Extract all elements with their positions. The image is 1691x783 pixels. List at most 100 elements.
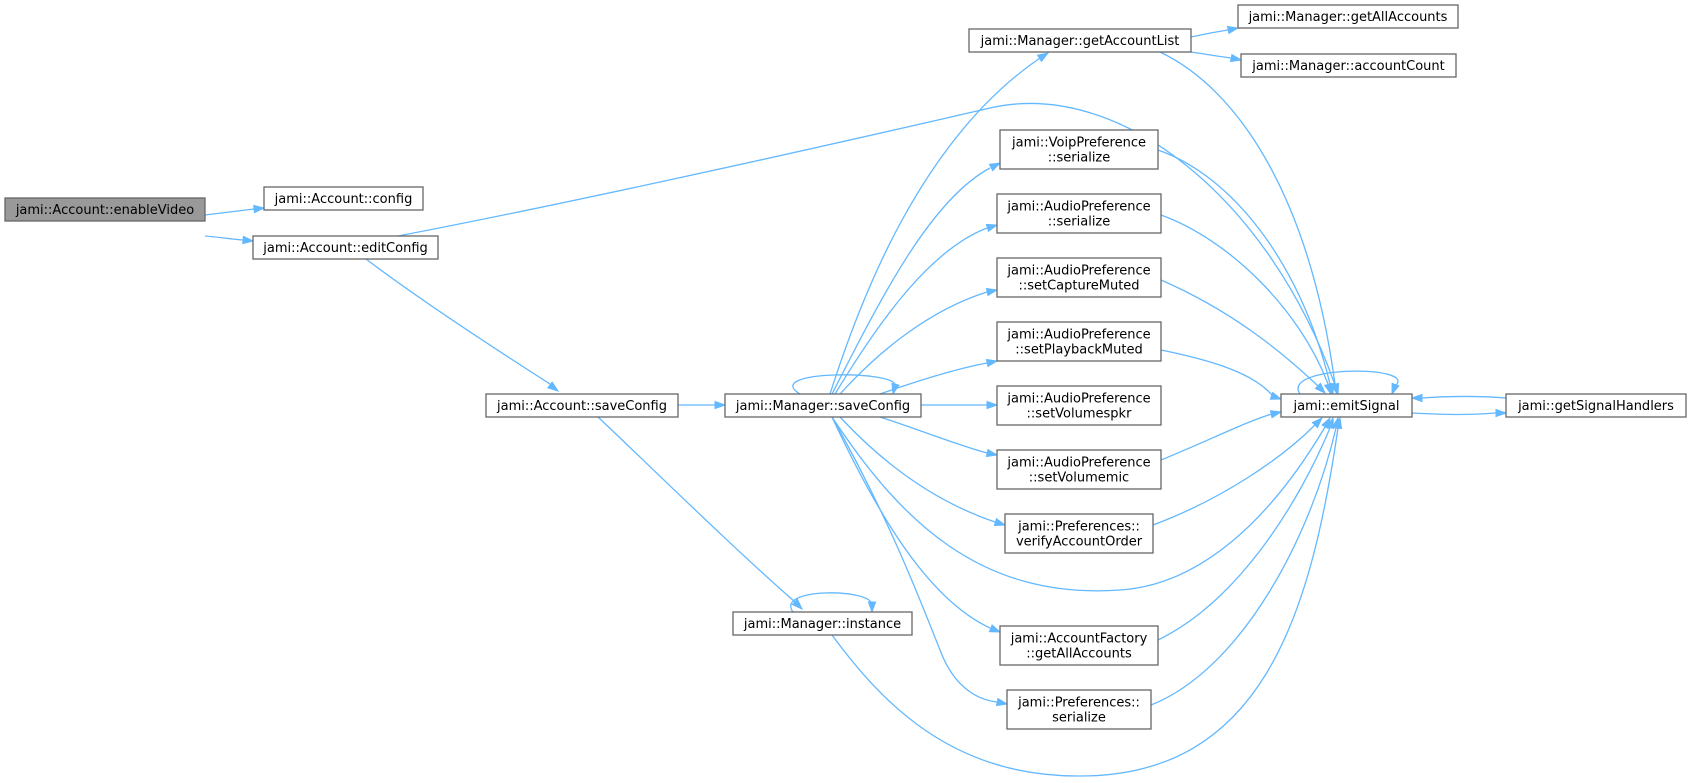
node-box[interactable]: [724, 393, 922, 418]
node-box[interactable]: [1505, 393, 1687, 418]
node-label: jami::Account::editConfig: [262, 241, 428, 256]
arrowhead-icon: [1410, 393, 1423, 403]
node-box[interactable]: [996, 193, 1162, 234]
node-box[interactable]: [732, 611, 913, 636]
node-box[interactable]: [4, 197, 206, 222]
node-label: jami::AudioPreference: [1006, 456, 1150, 471]
edge-mgrSaveConfig-to-mgrSaveConfig: [792, 374, 900, 396]
edge-line: [597, 416, 796, 603]
edge-verifyAccountOrder-to-emitSignal: [1152, 416, 1324, 526]
edge-line: [365, 258, 551, 385]
edge-line: [831, 167, 991, 395]
node-label: jami::AudioPreference: [1006, 328, 1150, 343]
node-box[interactable]: [1237, 4, 1459, 29]
edge-line: [1150, 427, 1337, 706]
node-box[interactable]: [1006, 689, 1152, 730]
node-emitSignal[interactable]: jami::emitSignal: [1280, 393, 1413, 418]
edge-line: [1157, 149, 1331, 385]
edge-line: [397, 102, 1336, 386]
node-label: jami::Manager::getAllAccounts: [1248, 10, 1448, 25]
arrowhead-icon: [1391, 382, 1400, 396]
edge-emitSignal-to-getSignalHandlers: [1411, 408, 1508, 418]
node-box[interactable]: [1280, 393, 1413, 418]
edge-factoryGetAllAccounts-to-emitSignal: [1157, 416, 1335, 641]
node-setPlaybackMuted[interactable]: jami::AudioPreference::setPlaybackMuted: [996, 321, 1162, 362]
edge-line: [831, 416, 998, 703]
arrowhead-icon: [1323, 382, 1333, 396]
edge-mgrSaveConfig-to-verifyAccountOrder: [839, 416, 1007, 527]
arrowhead-icon: [1229, 53, 1243, 63]
edge-line: [792, 374, 896, 395]
arrowhead-icon: [1331, 416, 1341, 430]
node-factoryGetAllAccounts[interactable]: jami::AccountFactory::getAllAccounts: [999, 625, 1159, 666]
edge-accSaveConfig-to-mgrSaveConfig: [678, 400, 727, 410]
node-editConfig[interactable]: jami::Account::editConfig: [252, 235, 439, 260]
edge-mgrSaveConfig-to-setVolumespkr: [921, 400, 999, 410]
node-label: jami::Preferences::: [1017, 520, 1140, 535]
node-box[interactable]: [1240, 53, 1457, 78]
edge-mgrSaveConfig-to-getAccountList: [829, 52, 1050, 395]
node-verifyAccountOrder[interactable]: jami::Preferences::verifyAccountOrder: [1004, 513, 1154, 554]
node-label: ::setVolumespkr: [1027, 407, 1133, 422]
node-prefSerialize[interactable]: jami::Preferences::serialize: [1006, 689, 1152, 730]
node-box[interactable]: [1004, 513, 1154, 554]
arrowhead-icon: [714, 400, 727, 410]
arrowhead-icon: [1269, 391, 1283, 400]
edge-line: [839, 416, 996, 523]
node-box[interactable]: [996, 321, 1162, 362]
edge-getAccountList-to-accountCount: [1190, 51, 1243, 63]
edges-layer: [204, 25, 1508, 777]
arrowhead-icon: [985, 358, 999, 368]
node-instance[interactable]: jami::Manager::instance: [732, 611, 913, 636]
node-label: jami::getSignalHandlers: [1517, 399, 1674, 414]
node-mgrSaveConfig[interactable]: jami::Manager::saveConfig: [724, 393, 922, 418]
node-box[interactable]: [996, 449, 1162, 490]
node-box[interactable]: [996, 257, 1162, 298]
node-box[interactable]: [968, 28, 1192, 53]
edge-line: [839, 291, 988, 395]
node-voipSerialize[interactable]: jami::VoipPreference::serialize: [999, 129, 1159, 170]
edge-mgrSaveConfig-to-setPlaybackMuted: [879, 358, 999, 395]
node-box[interactable]: [996, 385, 1162, 426]
node-label: jami::Preferences::: [1017, 696, 1140, 711]
edge-line: [1152, 424, 1316, 526]
node-accountCount[interactable]: jami::Manager::accountCount: [1240, 53, 1457, 78]
edge-line: [1160, 279, 1319, 387]
edge-line: [204, 208, 255, 216]
edge-editConfig-to-emitSignal: [397, 102, 1340, 396]
node-enableVideo[interactable]: jami::Account::enableVideo: [4, 197, 206, 222]
node-box[interactable]: [999, 129, 1159, 170]
arrowhead-icon: [1325, 416, 1335, 430]
edge-line: [1421, 395, 1507, 399]
node-setCaptureMuted[interactable]: jami::AudioPreference::setCaptureMuted: [996, 257, 1162, 298]
node-label: ::serialize: [1048, 215, 1111, 230]
node-mgrGetAllAccounts[interactable]: jami::Manager::getAllAccounts: [1237, 4, 1459, 29]
arrowhead-icon: [242, 235, 255, 245]
node-getAccountList[interactable]: jami::Manager::getAccountList: [968, 28, 1192, 53]
node-box[interactable]: [485, 393, 679, 418]
edge-mgrSaveConfig-to-voipSerialize: [831, 162, 1002, 395]
node-getSignalHandlers[interactable]: jami::getSignalHandlers: [1505, 393, 1687, 418]
node-accSaveConfig[interactable]: jami::Account::saveConfig: [485, 393, 679, 418]
arrowhead-icon: [988, 162, 1002, 172]
node-box[interactable]: [252, 235, 439, 260]
edge-accSaveConfig-to-instance: [597, 416, 804, 611]
edge-line: [831, 416, 991, 629]
node-setVolumemic[interactable]: jami::AudioPreference::setVolumemic: [996, 449, 1162, 490]
edge-line: [1160, 413, 1273, 461]
edge-prefSerialize-to-emitSignal: [1150, 416, 1341, 706]
edge-line: [204, 235, 244, 241]
node-label: jami::Manager::instance: [743, 617, 901, 632]
edge-audioSerialize-to-emitSignal: [1160, 214, 1333, 396]
node-box[interactable]: [999, 625, 1159, 666]
node-box[interactable]: [263, 186, 424, 211]
node-setVolumespkr[interactable]: jami::AudioPreference::setVolumespkr: [996, 385, 1162, 426]
node-label: jami::Manager::getAccountList: [980, 34, 1180, 49]
arrowhead-icon: [995, 697, 1009, 707]
node-config[interactable]: jami::Account::config: [263, 186, 424, 211]
node-label: jami::Account::saveConfig: [496, 399, 667, 414]
node-audioSerialize[interactable]: jami::AudioPreference::serialize: [996, 193, 1162, 234]
node-label: serialize: [1052, 711, 1106, 726]
edge-line: [879, 362, 988, 395]
arrowhead-icon: [985, 448, 999, 458]
